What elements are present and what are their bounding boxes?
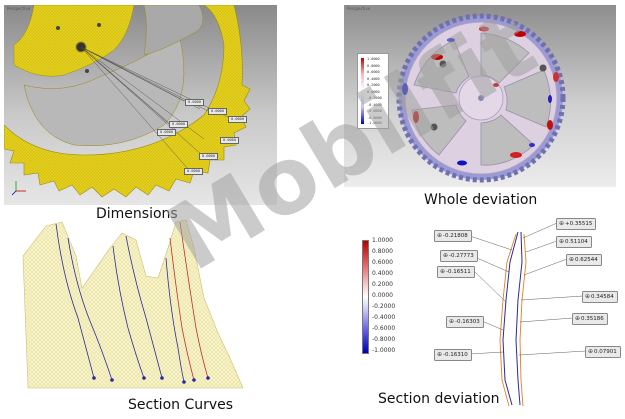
section-end-points <box>92 376 210 384</box>
section-deviation-label: ⊕0.07901 <box>585 346 621 358</box>
deviation-marker-icon: ⊕ <box>440 268 446 275</box>
section-deviation-label: ⊕-0.16303 <box>446 316 484 328</box>
section-curves-viewport[interactable] <box>18 218 248 396</box>
deviation-legend: 1.0000 0.8000 0.6000 0.4000 0.2000 0.000… <box>357 53 389 129</box>
deviation-marker-icon: ⊕ <box>575 315 581 322</box>
section-deviation-label: ⊕+0.35515 <box>556 218 597 230</box>
section-deviation-label: ⊕0.35186 <box>572 313 608 325</box>
color-scale-bar <box>362 240 369 354</box>
dimension-label: 0.0000 <box>185 99 204 106</box>
gear-hub <box>13 5 135 77</box>
whole-deviation-viewport[interactable]: Perspective 1.0000 0.8000 0.6000 0.4000 … <box>344 5 616 187</box>
deviation-marker-icon: ⊕ <box>569 256 575 263</box>
sprocket-deviation-model <box>396 13 566 183</box>
section-curve-lines <box>55 221 209 383</box>
caption-whole-deviation: Whole deviation <box>424 192 538 208</box>
section-deviation-legend: 1.0000 0.8000 0.6000 0.4000 0.2000 0.000… <box>360 236 400 362</box>
axis-triad <box>11 181 26 196</box>
section-deviation-label: ⊕0.34584 <box>582 291 618 303</box>
deviation-marker-icon: ⊕ <box>437 351 443 358</box>
deviation-marker-icon: ⊕ <box>588 348 594 355</box>
color-scale-bar <box>361 58 364 124</box>
section-curves-model <box>22 219 244 389</box>
viewport-title: Perspective <box>347 6 371 11</box>
dimension-label: 0.0000 <box>220 137 239 144</box>
dimension-label: 0.0000 <box>228 116 247 123</box>
section-deviation-label: ⊕0.62544 <box>566 254 602 266</box>
deviation-marker-icon: ⊕ <box>449 318 455 325</box>
section-deviation-label: ⊕-0.16310 <box>434 349 472 361</box>
gear-teeth-surface <box>22 219 244 389</box>
deviation-marker-icon: ⊕ <box>437 232 443 239</box>
dimension-label: 0.0000 <box>169 121 188 128</box>
caption-section-curves: Section Curves <box>128 397 234 413</box>
dimension-label: 0.0000 <box>199 153 218 160</box>
viewport-title: Perspective <box>7 6 31 11</box>
caption-section-deviation: Section deviation <box>378 391 500 407</box>
section-deviation-label: ⊕-0.21808 <box>434 230 472 242</box>
deviation-marker-icon: ⊕ <box>559 220 565 227</box>
gear-ring <box>4 5 251 198</box>
gear-model <box>4 5 251 198</box>
dimension-label: 0.0000 <box>208 108 227 115</box>
deviation-spots <box>402 26 559 166</box>
gear-window <box>23 34 185 147</box>
section-deviation-label: ⊕-0.27773 <box>440 250 478 262</box>
section-deviation-label: ⊕-0.16511 <box>437 266 475 278</box>
dimensions-viewport[interactable]: Perspective <box>4 5 277 205</box>
section-deviation-label: ⊕0.51104 <box>556 236 592 248</box>
deviation-marker-icon: ⊕ <box>443 252 449 259</box>
deviation-marker-icon: ⊕ <box>559 238 565 245</box>
dimension-label: 0.0000 <box>157 129 176 136</box>
dimension-label: 0.0000 <box>184 168 203 175</box>
deviation-marker-icon: ⊕ <box>585 293 591 300</box>
